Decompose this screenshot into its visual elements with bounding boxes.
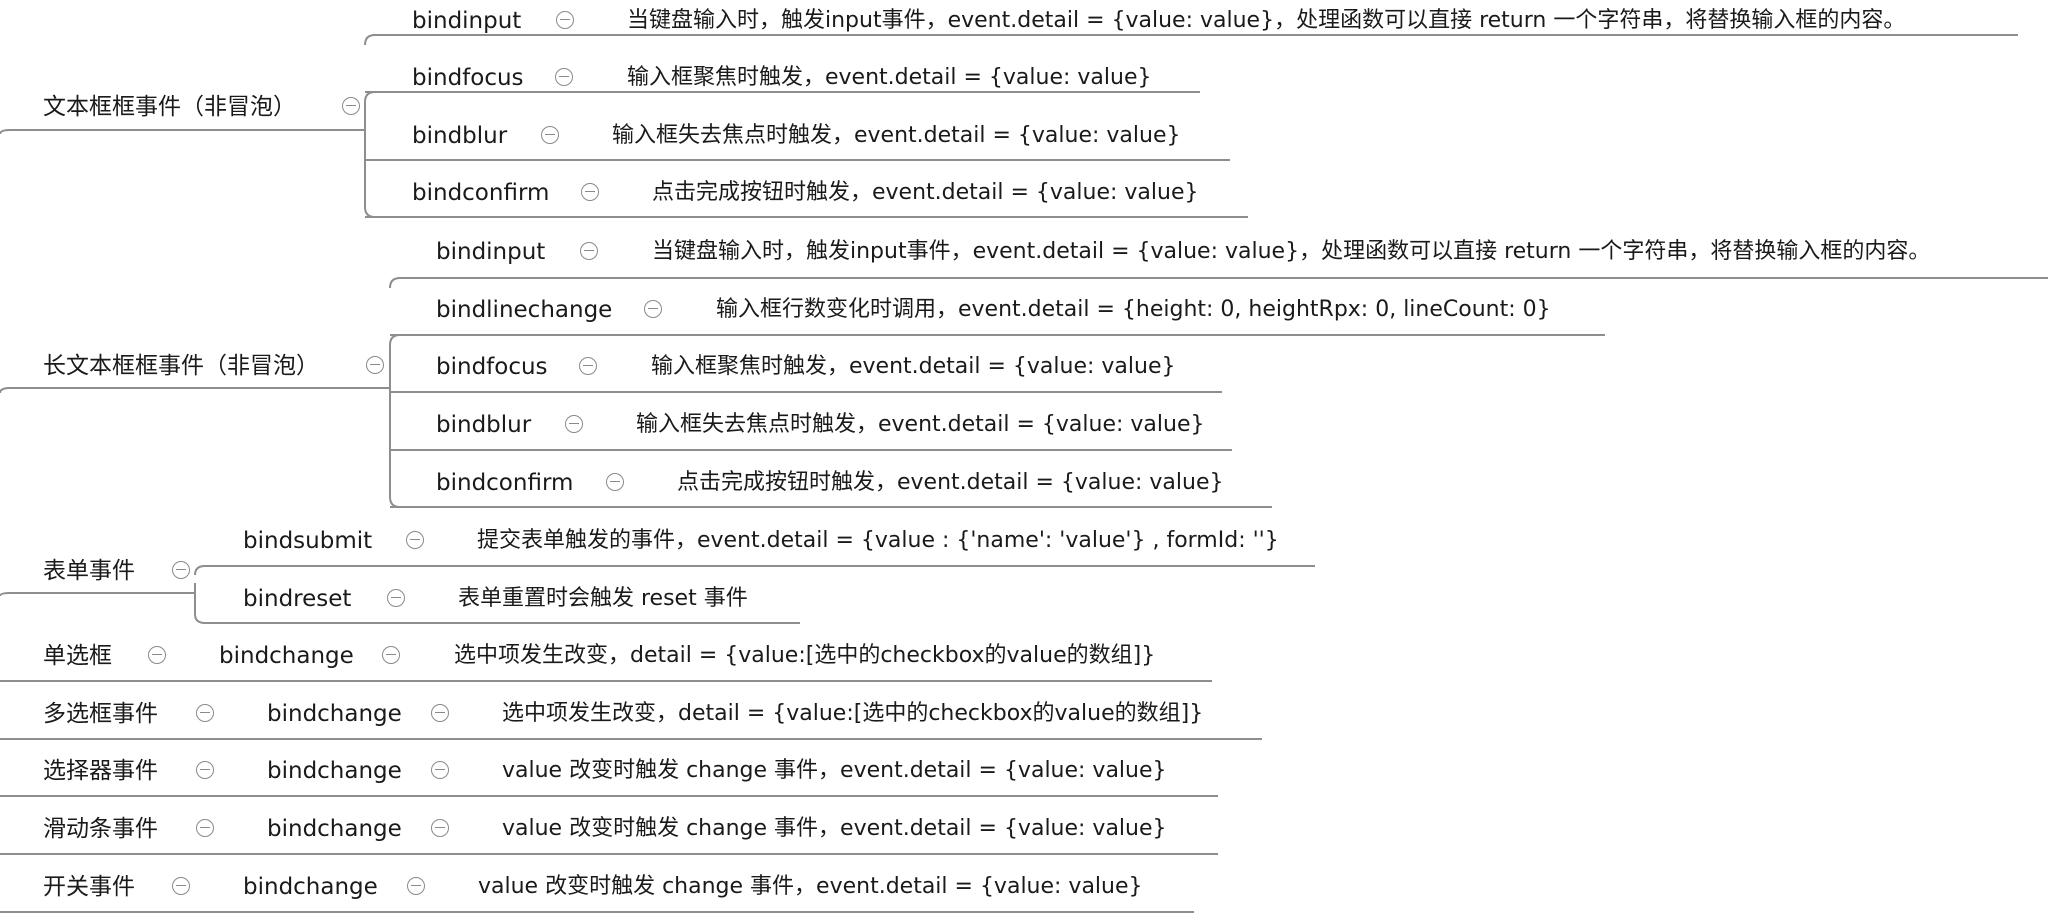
event-key-bindsubmit: bindsubmit: [243, 528, 373, 554]
event-description: 输入框聚焦时触发，event.detail = {value: value}: [627, 65, 1152, 90]
collapse-icon[interactable]: [407, 877, 425, 895]
event-description: value 改变时触发 change 事件，event.detail = {va…: [478, 874, 1143, 899]
event-description: 输入框失去焦点时触发，event.detail = {value: value}: [636, 412, 1205, 437]
collapse-icon[interactable]: [556, 11, 574, 29]
collapse-icon[interactable]: [406, 531, 424, 549]
event-key-bindchange: bindchange: [267, 816, 402, 842]
collapse-icon[interactable]: [555, 68, 573, 86]
event-key-bindfocus: bindfocus: [436, 354, 548, 380]
category-underline: [0, 129, 365, 135]
category-textarea-events: 长文本框框事件（非冒泡）: [43, 353, 319, 379]
category-slider-events: 滑动条事件: [43, 816, 158, 842]
event-description: 选中项发生改变，detail = {value:[选中的checkbox的val…: [454, 643, 1156, 668]
event-description: 输入框聚焦时触发，event.detail = {value: value}: [651, 354, 1176, 379]
event-key-bindinput: bindinput: [436, 239, 546, 265]
event-description: 表单重置时会触发 reset 事件: [458, 586, 748, 611]
event-description: 选中项发生改变，detail = {value:[选中的checkbox的val…: [502, 701, 1204, 726]
event-key-bindchange: bindchange: [219, 643, 354, 669]
category-checkbox-events: 多选框事件: [43, 701, 158, 727]
event-key-bindconfirm: bindconfirm: [412, 180, 550, 206]
collapse-icon[interactable]: [172, 561, 190, 579]
collapse-icon[interactable]: [342, 97, 360, 115]
category-form-events: 表单事件: [43, 558, 135, 584]
collapse-icon[interactable]: [366, 356, 384, 374]
collapse-icon[interactable]: [579, 357, 597, 375]
event-key-bindblur: bindblur: [412, 123, 508, 149]
event-description: 点击完成按钮时触发，event.detail = {value: value}: [652, 180, 1199, 205]
event-description: 点击完成按钮时触发，event.detail = {value: value}: [677, 470, 1224, 495]
collapse-icon[interactable]: [382, 646, 400, 664]
event-description: 提交表单触发的事件，event.detail = {value : {'name…: [477, 528, 1279, 553]
event-key-bindconfirm: bindconfirm: [436, 470, 574, 496]
category-switch-events: 开关事件: [43, 874, 135, 900]
event-description: 当键盘输入时，触发input事件，event.detail = {value: …: [652, 239, 1931, 264]
event-description: value 改变时触发 change 事件，event.detail = {va…: [502, 758, 1167, 783]
event-description: 输入框失去焦点时触发，event.detail = {value: value}: [612, 123, 1181, 148]
collapse-icon[interactable]: [196, 819, 214, 837]
collapse-icon[interactable]: [431, 704, 449, 722]
event-key-bindblur: bindblur: [436, 412, 532, 438]
collapse-icon[interactable]: [581, 183, 599, 201]
event-description: 输入框行数变化时调用，event.detail = {height: 0, he…: [716, 297, 1551, 322]
collapse-icon[interactable]: [644, 300, 662, 318]
collapse-icon[interactable]: [606, 473, 624, 491]
category-text-input-events: 文本框框事件（非冒泡）: [43, 94, 296, 120]
collapse-icon[interactable]: [580, 242, 598, 260]
event-description: value 改变时触发 change 事件，event.detail = {va…: [502, 816, 1167, 841]
event-key-bindinput: bindinput: [412, 8, 522, 34]
event-key-bindreset: bindreset: [243, 586, 352, 612]
event-key-bindchange: bindchange: [267, 758, 402, 784]
collapse-icon[interactable]: [148, 646, 166, 664]
category-picker-events: 选择器事件: [43, 758, 158, 784]
branch-underline: [364, 34, 2018, 46]
category-underline: [0, 387, 390, 394]
event-key-bindfocus: bindfocus: [412, 65, 524, 91]
collapse-icon[interactable]: [565, 415, 583, 433]
category-radio: 单选框: [43, 643, 112, 669]
event-key-bindchange: bindchange: [267, 701, 402, 727]
collapse-icon[interactable]: [387, 589, 405, 607]
branch-underline: [389, 277, 2048, 289]
branch-bracket: [364, 91, 376, 218]
event-key-bindlinechange: bindlinechange: [436, 297, 613, 323]
collapse-icon[interactable]: [541, 126, 559, 144]
event-key-bindchange: bindchange: [243, 874, 378, 900]
collapse-icon[interactable]: [196, 704, 214, 722]
collapse-icon[interactable]: [172, 877, 190, 895]
event-description: 当键盘输入时，触发input事件，event.detail = {value: …: [627, 8, 1906, 33]
collapse-icon[interactable]: [196, 761, 214, 779]
collapse-icon[interactable]: [431, 819, 449, 837]
category-underline: [0, 592, 195, 597]
collapse-icon[interactable]: [431, 761, 449, 779]
